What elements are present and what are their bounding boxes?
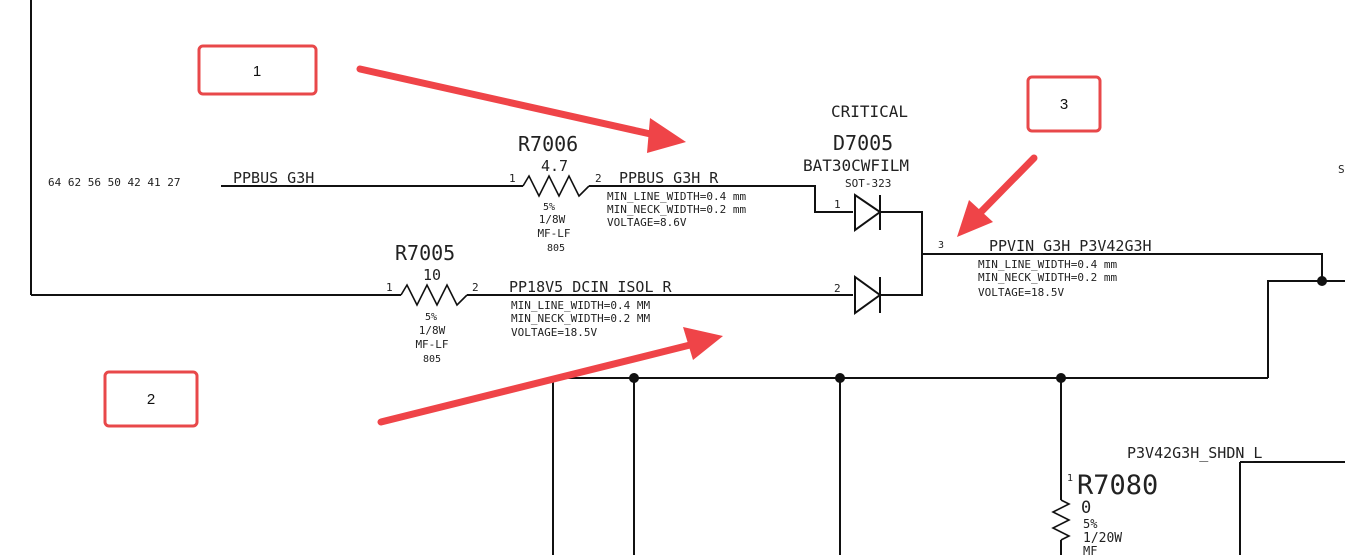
r7006-pin1: 1 <box>509 172 516 185</box>
net-ppbus-g3h-r-line-width: MIN_LINE_WIDTH=0.4 mm <box>607 190 746 203</box>
r7080-power: 1/20W <box>1083 531 1122 546</box>
r7080-pin1: 1 <box>1067 473 1073 484</box>
d7005-ref: D7005 <box>833 131 893 155</box>
callout-3-label: 3 <box>1060 96 1068 113</box>
d7005-pin2: 2 <box>834 282 841 295</box>
r7005-ref: R7005 <box>395 241 455 265</box>
r7006-ref: R7006 <box>518 132 578 156</box>
net-left-pin-list: 64 62 56 50 42 41 27 <box>48 176 180 189</box>
net-ppbus-g3h-label: PPBUS_G3H <box>233 169 314 187</box>
r7005-pin2: 2 <box>472 281 479 294</box>
wire-ppbus-g3h-r <box>589 185 853 213</box>
callout-1: 1 <box>197 44 318 96</box>
d7005-critical: CRITICAL <box>831 102 908 121</box>
net-ppbus-g3h-r-voltage: VOLTAGE=8.6V <box>607 216 687 229</box>
net-pp18v5-voltage: VOLTAGE=18.5V <box>511 326 597 339</box>
net-shdn-label: P3V42G3H_SHDN_L <box>1127 444 1262 462</box>
d7005-package: SOT-323 <box>845 177 891 190</box>
net-pp18v5-label: PP18V5_DCIN_ISOL_R <box>509 278 673 296</box>
resistor-r7006-symbol <box>522 174 590 198</box>
callout-2: 2 <box>103 370 199 428</box>
net-ppvin-neck-width: MIN_NECK_WIDTH=0.2 mm <box>978 271 1117 284</box>
d7005-pin3: 3 <box>938 240 944 251</box>
diode-d7005-b-symbol <box>854 275 882 315</box>
junction-dot <box>629 373 639 383</box>
d7005-pin1: 1 <box>834 198 841 211</box>
resistor-r7080-symbol <box>1051 499 1071 541</box>
net-ppbus-g3h-r-neck-width: MIN_NECK_WIDTH=0.2 mm <box>607 203 746 216</box>
annotation-arrow-2 <box>377 327 723 426</box>
r7006-value: 4.7 <box>541 157 568 175</box>
net-pp18v5-neck-width: MIN_NECK_WIDTH=0.2 MM <box>511 312 650 325</box>
resistor-r7005-symbol <box>400 283 468 307</box>
junction-dot <box>835 373 845 383</box>
r7005-tolerance: 5% <box>425 312 437 323</box>
net-ppbus-g3h-r-label: PPBUS_G3H_R <box>619 169 719 187</box>
r7005-value: 10 <box>423 266 441 284</box>
wire-ppvin <box>922 253 1345 282</box>
r7005-power: 1/8W <box>419 324 446 337</box>
annotation-arrow-3 <box>957 154 1038 237</box>
r7080-type: MF <box>1083 544 1097 555</box>
r7006-package: 805 <box>547 243 565 254</box>
r7080-value: 0 <box>1081 498 1091 518</box>
d7005-part: BAT30CWFILM <box>803 156 909 175</box>
edge-label: S <box>1338 163 1345 176</box>
junctions <box>629 276 1327 383</box>
wires <box>30 0 1345 555</box>
callout-1-label: 1 <box>253 63 261 80</box>
r7080-tolerance: 5% <box>1083 517 1098 531</box>
net-ppvin-label: PPVIN_G3H_P3V42G3H <box>989 237 1152 255</box>
annotation-arrow-1 <box>356 65 686 153</box>
wire-diode-cathodes <box>880 211 923 296</box>
net-pp18v5-line-width: MIN_LINE_WIDTH=0.4 MM <box>511 299 650 312</box>
r7005-pin1: 1 <box>386 281 393 294</box>
junction-dot <box>1317 276 1327 286</box>
callout-3: 3 <box>1026 75 1102 133</box>
r7005-package: 805 <box>423 354 441 365</box>
r7006-tolerance: 5% <box>543 202 555 213</box>
net-ppvin-line-width: MIN_LINE_WIDTH=0.4 mm <box>978 258 1117 271</box>
r7006-type: MF-LF <box>537 227 570 240</box>
net-ppvin-voltage: VOLTAGE=18.5V <box>978 286 1064 299</box>
r7006-power: 1/8W <box>539 213 566 226</box>
r7006-pin2: 2 <box>595 172 602 185</box>
diode-d7005-a-symbol <box>854 193 882 232</box>
r7080-ref: R7080 <box>1077 470 1158 501</box>
junction-dot <box>1056 373 1066 383</box>
r7005-type: MF-LF <box>415 338 448 351</box>
callout-2-label: 2 <box>147 391 155 408</box>
wire-ppvin-branch <box>1267 280 1322 378</box>
